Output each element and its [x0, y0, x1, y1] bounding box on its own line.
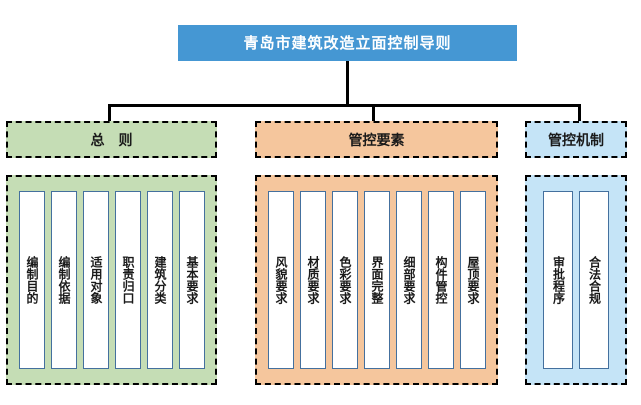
item-chip-label: 材质要求 [305, 256, 320, 304]
connector-branch-elements [372, 104, 375, 122]
item-chip-label: 职责归口 [120, 256, 135, 304]
connector-branch-mechanism [578, 104, 581, 122]
item-chip-label: 审批程序 [551, 256, 566, 304]
item-chip-label: 界面完整 [369, 256, 384, 304]
section-panel-general: 编制目的 编制依据 适用对象 职责归口 建筑分类 基本要求 [6, 175, 217, 385]
item-chip-label: 基本要求 [184, 256, 199, 304]
item-chip-label: 合法合规 [587, 256, 602, 304]
diagram-title-node: 青岛市建筑改造立面控制导则 [178, 25, 517, 61]
item-chip-label: 风貌要求 [273, 256, 288, 304]
item-chip[interactable]: 屋顶要求 [459, 191, 486, 369]
item-chip[interactable]: 色彩要求 [331, 191, 358, 369]
section-header-elements: 管控要素 [255, 121, 498, 158]
section-panel-elements: 风貌要求 材质要求 色彩要求 界面完整 细部要求 构件管控 屋顶要求 [255, 175, 498, 385]
item-chip-label: 细部要求 [401, 256, 416, 304]
item-chip-label: 屋顶要求 [465, 256, 480, 304]
connector-branch-general [108, 104, 111, 122]
section-panel-mechanism: 审批程序 合法合规 [525, 175, 627, 385]
item-chip[interactable]: 建筑分类 [146, 191, 173, 369]
item-chip[interactable]: 基本要求 [178, 191, 205, 369]
item-chip-label: 编制依据 [56, 256, 71, 304]
item-chip[interactable]: 风貌要求 [267, 191, 294, 369]
section-header-mechanism-label: 管控机制 [548, 131, 604, 148]
item-chip-label: 色彩要求 [337, 256, 352, 304]
connector-root-vertical [346, 61, 349, 106]
item-chip[interactable]: 编制依据 [50, 191, 77, 369]
page-title: 青岛市建筑改造立面控制导则 [243, 34, 452, 52]
item-chip-label: 建筑分类 [152, 256, 167, 304]
item-chip-label: 编制目的 [24, 256, 39, 304]
connector-horizontal-bus [108, 104, 581, 107]
section-header-elements-label: 管控要素 [348, 131, 405, 148]
section-header-general-label: 总 则 [90, 131, 133, 148]
item-chip[interactable]: 编制目的 [18, 191, 45, 369]
section-header-mechanism: 管控机制 [525, 121, 627, 158]
item-chip[interactable]: 合法合规 [579, 191, 609, 369]
item-chip[interactable]: 界面完整 [363, 191, 390, 369]
item-chip[interactable]: 材质要求 [299, 191, 326, 369]
item-chip[interactable]: 细部要求 [395, 191, 422, 369]
item-chip[interactable]: 适用对象 [82, 191, 109, 369]
item-chip[interactable]: 审批程序 [543, 191, 573, 369]
item-chip-label: 适用对象 [88, 256, 103, 304]
item-chip-label: 构件管控 [433, 256, 448, 304]
item-chip[interactable]: 职责归口 [114, 191, 141, 369]
section-header-general: 总 则 [6, 121, 217, 158]
item-chip[interactable]: 构件管控 [427, 191, 454, 369]
